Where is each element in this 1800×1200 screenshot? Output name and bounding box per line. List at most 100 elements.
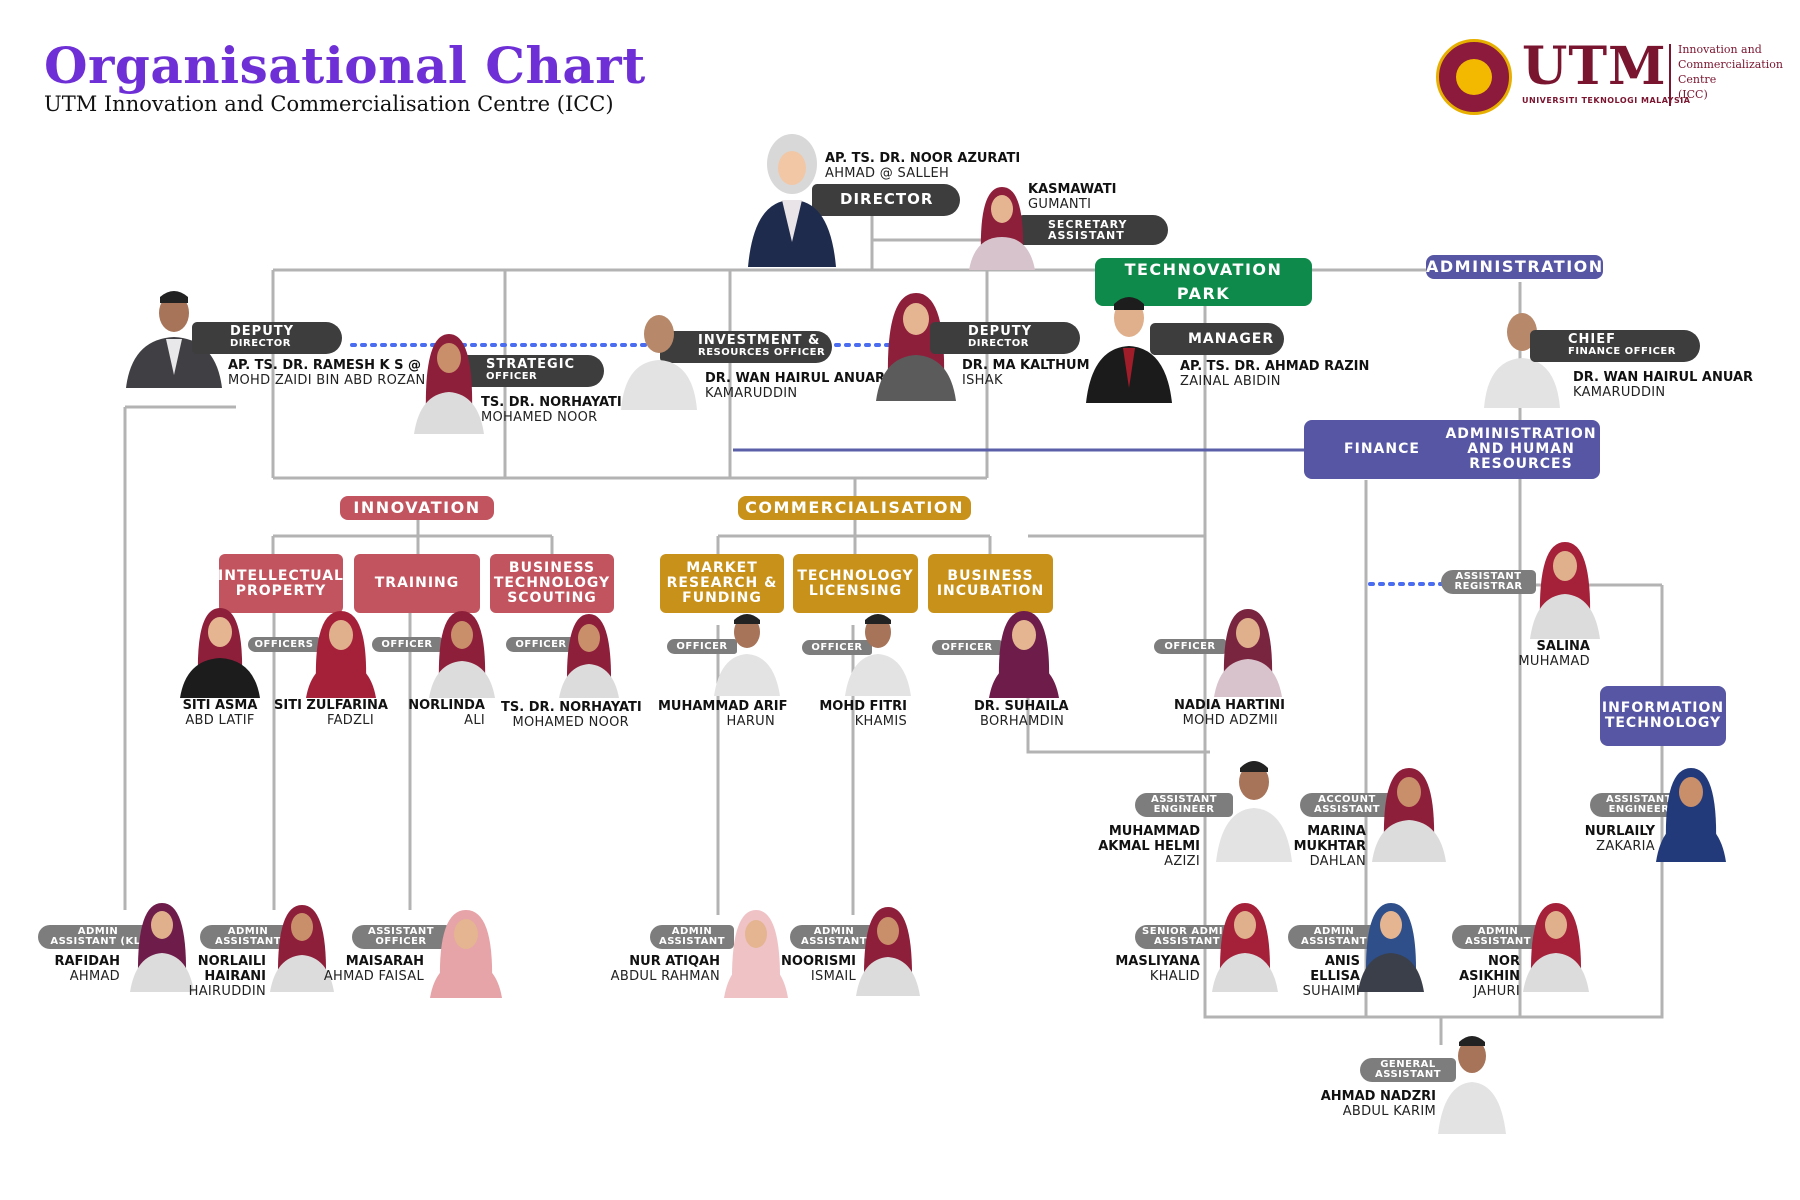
siti-asma-photo [180,608,260,698]
norlaili-name-2: HAIRANI [204,969,266,984]
noorismi-name: NOORISMI [781,954,856,969]
atiqah-name: NUR ATIQAH [629,954,720,969]
unit-market-research-funding: MARKET RESEARCH & FUNDING [660,554,784,613]
page-title: Organisational Chart [44,36,646,95]
manager-photo [1086,297,1172,403]
officer-tag-bi: OFFICER [932,640,1002,655]
marina-name-2: MUKHTAR [1293,839,1366,854]
page-subtitle: UTM Innovation and Commercialisation Cen… [44,92,614,116]
marina-name-1: MARINA [1307,824,1366,839]
norhayati-2-sub: MOHAMED NOOR [512,715,629,730]
officer-tag-tl: OFFICER [802,640,872,655]
norlinda-sub: ALI [464,713,485,728]
norlinda-name: NORLINDA [408,698,485,713]
nadzri-sub: ABDUL KARIM [1342,1104,1436,1119]
unit-admin-human-resources: ADMINISTRATION AND HUMAN RESOURCES [1442,420,1600,479]
secretary-photo [969,187,1035,270]
officer-tag-bts: OFFICER [506,637,576,652]
akmal-name-1: MUHAMMAD [1108,824,1200,839]
strategic-officer-name: TS. DR. NORHAYATI [481,395,622,410]
anis-name-2: ELLISA [1310,969,1360,984]
nadzri-name: AHMAD NADZRI [1320,1089,1436,1104]
norlaili-photo [270,905,334,992]
akmal-sub: AZIZI [1164,854,1200,869]
norlaili-name-1: NORLAILI [197,954,266,969]
anis-name-1: ANIS [1324,954,1360,969]
director-photo [748,134,836,267]
logo-mark: UTM [1522,36,1667,97]
strategic-officer-sub: MOHAMED NOOR [481,410,598,425]
logo-full-name: UNIVERSITI TEKNOLOGI MALAYSIA [1522,96,1691,105]
salina-photo [1530,542,1600,639]
utm-seal-icon [1436,39,1512,115]
asikhin-name-2: ASIKHIN [1459,969,1520,984]
investment-officer-sub: KAMARUDDIN [705,386,798,401]
nadzri-photo [1438,1036,1506,1134]
atiqah-sub: ABDUL RAHMAN [610,969,720,984]
investment-officer-photo [621,315,697,410]
atiqah-photo [724,910,788,998]
cfo-name: DR. WAN HAIRUL ANUAR [1573,370,1754,385]
investment-officer-name: DR. WAN HAIRUL ANUAR [705,371,886,386]
muhammad-arif-photo [714,614,780,696]
director-role-tag: DIRECTOR [812,184,960,216]
officer-tag-mrf: OFFICER [667,639,737,654]
muhammad-arif-name: MUHAMMAD ARIF [658,699,788,714]
dr-suhaila-sub: BORHAMDIN [980,714,1065,729]
officer-tag-technovation: OFFICER [1154,639,1226,654]
nadia-hartini-sub: MOHD ADZMII [1182,713,1278,728]
director-name: AP. TS. DR. NOOR AZURATI [825,151,1021,166]
deputy-director-1-sub: MOHD ZAIDI BIN ABD ROZAN [228,373,426,388]
logo-divider [1669,44,1671,106]
anis-sub: SUHAIMI [1302,984,1360,999]
manager-role-tag: MANAGER [1150,323,1284,355]
unit-technology-licensing: TECHNOLOGY LICENSING [793,554,918,613]
section-commercialisation: COMMERCIALISATION [738,496,971,520]
strategic-officer-photo [414,334,484,434]
noorismi-photo [856,907,920,996]
siti-asma-name: SITI ASMA [182,698,258,713]
unit-intellectual-property: INTELLECTUAL PROPERTY [218,554,343,613]
rafidah-photo [130,903,194,992]
manager-sub: ZAINAL ABIDIN [1180,374,1281,389]
siti-zulfarina-name: SITI ZULFARINA [274,698,388,713]
asikhin-name-1: NOR [1488,954,1520,969]
siti-zulfarina-sub: FADZLI [327,713,374,728]
masliyana-sub: KHALID [1149,969,1200,984]
akmal-name-2: AKMAL HELMI [1098,839,1200,854]
salina-name: SALINA [1536,639,1591,654]
marina-sub: DAHLAN [1309,854,1366,869]
maisarah-photo [430,910,502,998]
unit-business-technology-scouting: BUSINESS TECHNOLOGY SCOUTING [490,554,614,613]
muhammad-arif-sub: HARUN [726,714,775,729]
anis-photo [1358,903,1424,992]
nurlaily-sub: ZAKARIA [1596,839,1655,854]
siti-zulfarina-photo [306,611,376,698]
salina-sub: MUHAMAD [1518,654,1590,669]
rafidah-name: RAFIDAH [54,954,120,969]
nurlaily-name: NURLAILY [1584,824,1655,839]
cfo-sub: KAMARUDDIN [1573,385,1666,400]
norlinda-photo [429,611,495,698]
unit-business-incubation: BUSINESS INCUBATION [928,554,1053,613]
utm-logo: UTM UNIVERSITI TEKNOLOGI MALAYSIA Innova… [1436,36,1788,120]
deputy-director-2-photo [876,293,956,401]
siti-asma-sub: ABD LATIF [185,713,255,728]
officer-tag-training: OFFICER [372,637,442,652]
dr-suhaila-photo [989,611,1059,698]
nadia-hartini-photo [1214,609,1282,697]
norhayati-2-name: TS. DR. NORHAYATI [501,700,642,715]
section-innovation: INNOVATION [340,496,494,520]
unit-finance: FINANCE [1304,420,1460,479]
masliyana-photo [1212,903,1278,992]
secretary-name: KASMAWATI [1028,182,1117,197]
masliyana-name: MASLIYANA [1115,954,1200,969]
